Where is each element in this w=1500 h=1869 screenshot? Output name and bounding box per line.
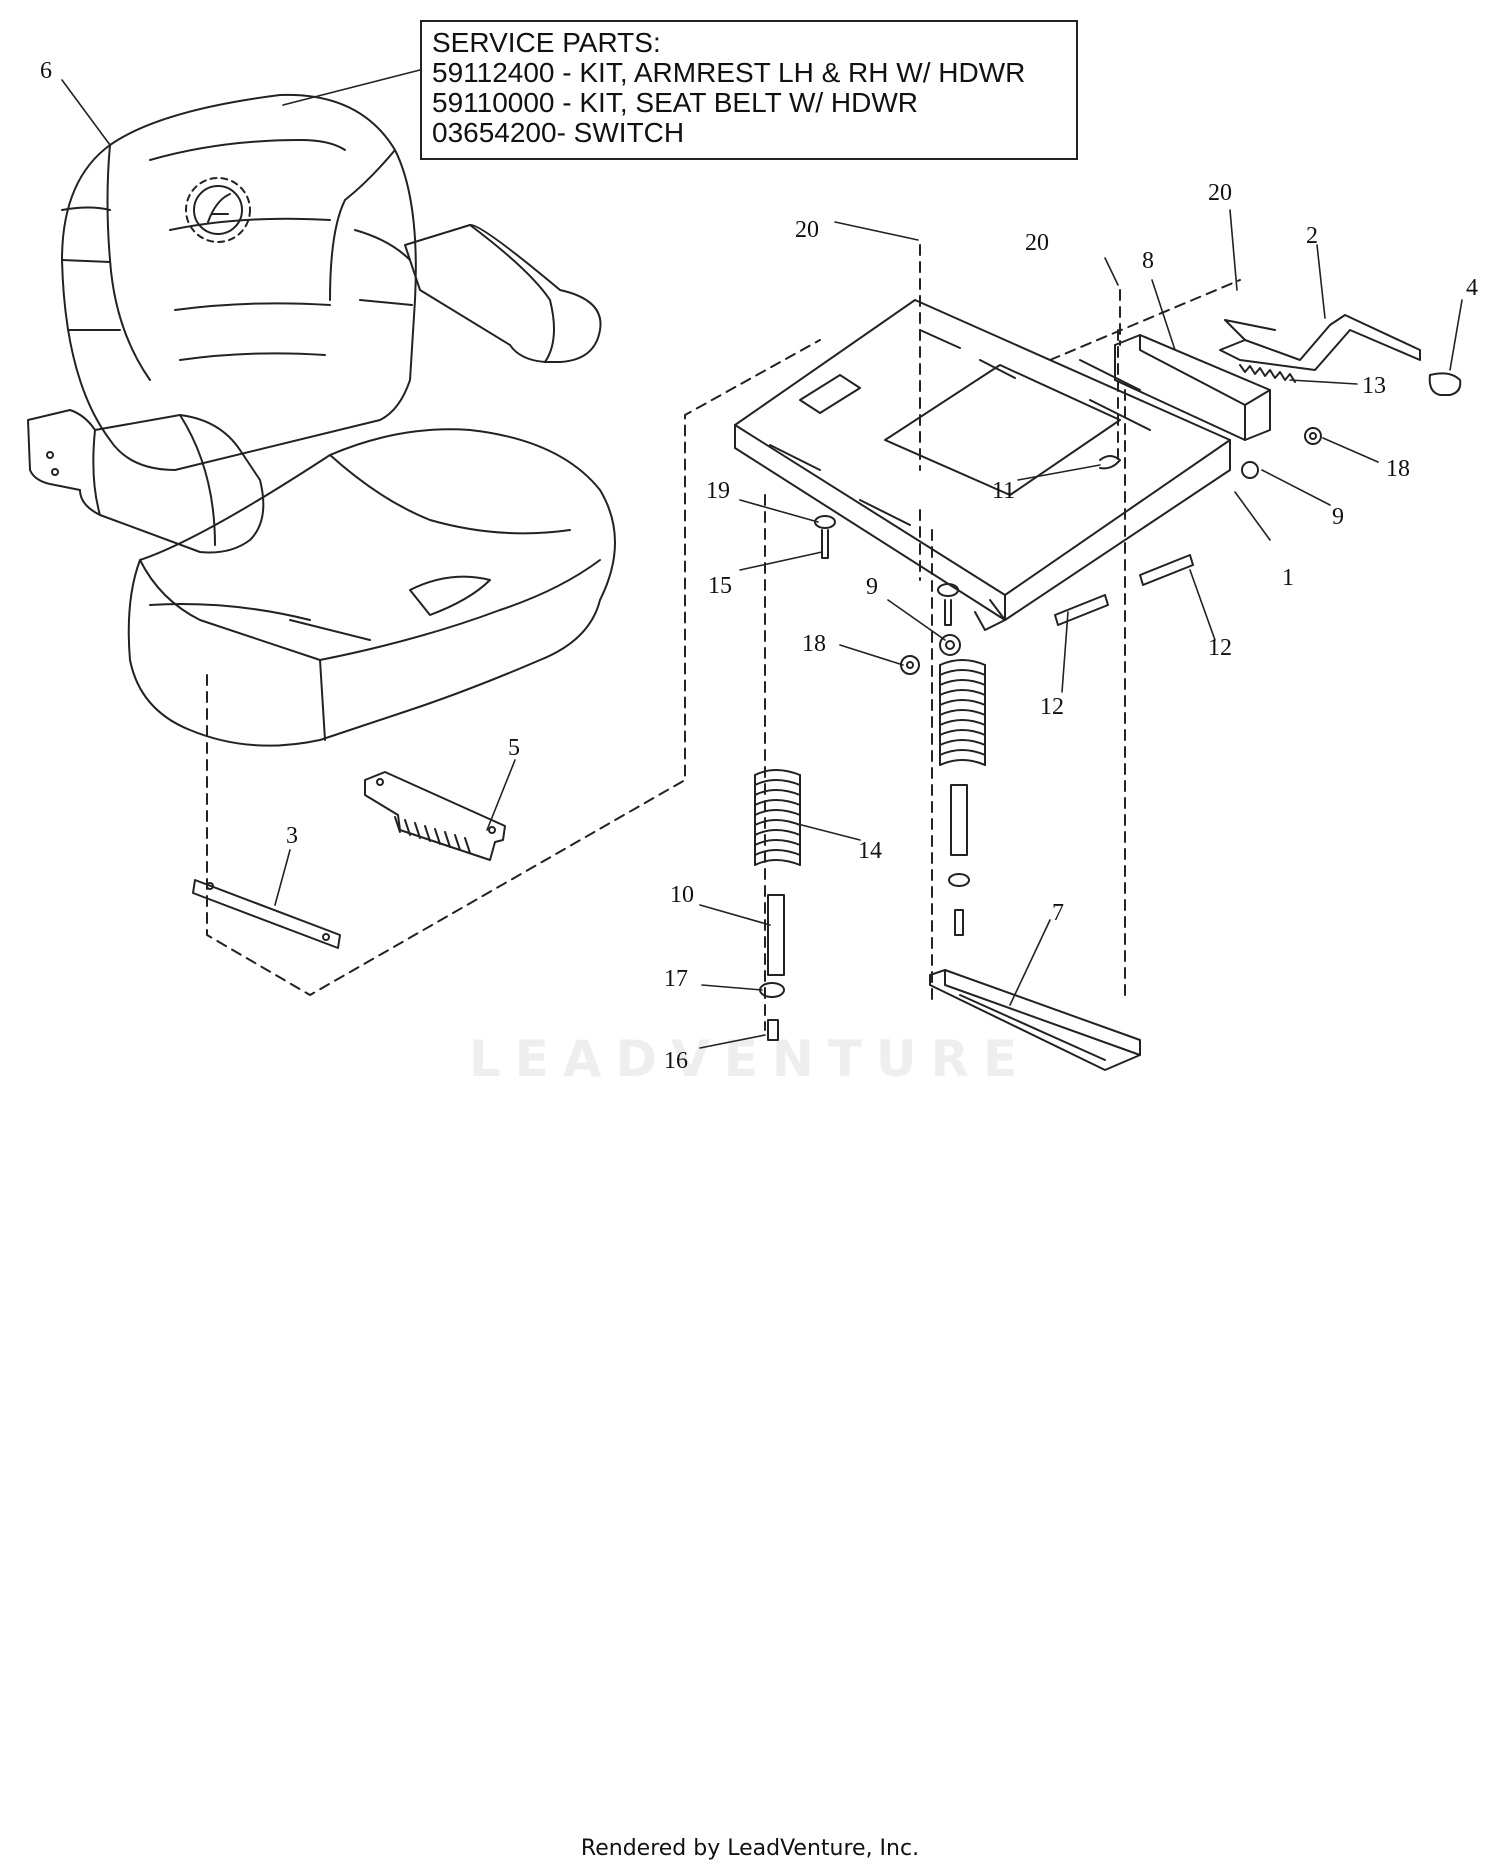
callout-label: 9 [866,574,878,600]
callout-leaders [61,69,1463,1049]
callout-label: 2 [1306,223,1318,249]
callout-label: 1 [1282,565,1294,591]
part-18-washer-right [1304,427,1322,445]
callout-label: 10 [670,882,694,908]
seat-cushion [127,428,616,747]
callout-label: 6 [40,58,52,84]
callout-label: 17 [664,966,688,992]
callout-label: 16 [664,1048,688,1074]
callout-label: 19 [706,478,730,504]
part-19-bumper [814,515,836,529]
part-7-rail [929,969,1141,1071]
part-10-shaft-left [767,894,785,976]
assembly-centerlines [764,244,1241,1031]
part-11-clip [1099,455,1121,470]
service-part-line: 59112400 - KIT, ARMREST LH & RH W/ HDWR [432,57,1026,88]
callout-label: 12 [1208,635,1232,661]
callout-label: 9 [1332,504,1344,530]
callout-label: 8 [1142,248,1154,274]
brand-logo-icon [193,185,243,235]
callout-label: 20 [795,217,819,243]
callout-label: 11 [992,478,1015,504]
part-2-lever [1219,314,1421,371]
left-armrest [27,409,265,554]
right-armrest [404,223,602,363]
callout-label: 12 [1040,694,1064,720]
callout-label: 18 [1386,456,1410,482]
callout-label: 5 [508,735,520,761]
part-9-bushing-right [1241,461,1259,479]
callout-label: 15 [708,573,732,599]
seat-assembly [27,93,616,747]
part-13-spring [1239,364,1296,383]
part-3-strap [192,879,341,949]
part-14-spring-left [754,769,801,866]
callout-label: 20 [1208,180,1232,206]
callout-label: 18 [802,631,826,657]
service-part-line: 03654200- SWITCH [432,117,685,148]
part-12-pin-left [1054,594,1109,626]
part-10-shaft-right [950,784,968,856]
service-parts-heading: SERVICE PARTS: [432,27,661,58]
callout-label: 13 [1362,373,1386,399]
part-4-knob [1428,372,1462,396]
part-17-washer [759,982,785,998]
part-9-bushing-left [939,634,961,656]
footer-credit: Rendered by LeadVenture, Inc. [580,1836,920,1861]
part-15-bolt [821,529,829,559]
part-5-bracket [364,771,506,861]
callout-label: 4 [1466,275,1478,301]
part-16-bolt [767,1019,779,1041]
service-part-line: 59110000 - KIT, SEAT BELT W/ HDWR [432,87,919,118]
callout-numbers: 6 20 20 20 8 2 4 13 18 9 1 11 19 15 9 18… [40,58,1478,1074]
callout-label: 14 [858,838,882,864]
seat-suspension-plate [734,299,1231,631]
part-14-spring-right [939,659,986,766]
part-12-pin-right [1139,554,1194,586]
seat-backrest [61,93,417,471]
callout-label: 20 [1025,230,1049,256]
callout-label: 7 [1052,900,1064,926]
callout-label: 3 [286,823,298,849]
service-parts-box: SERVICE PARTS: 59112400 - KIT, ARMREST L… [420,20,1078,160]
